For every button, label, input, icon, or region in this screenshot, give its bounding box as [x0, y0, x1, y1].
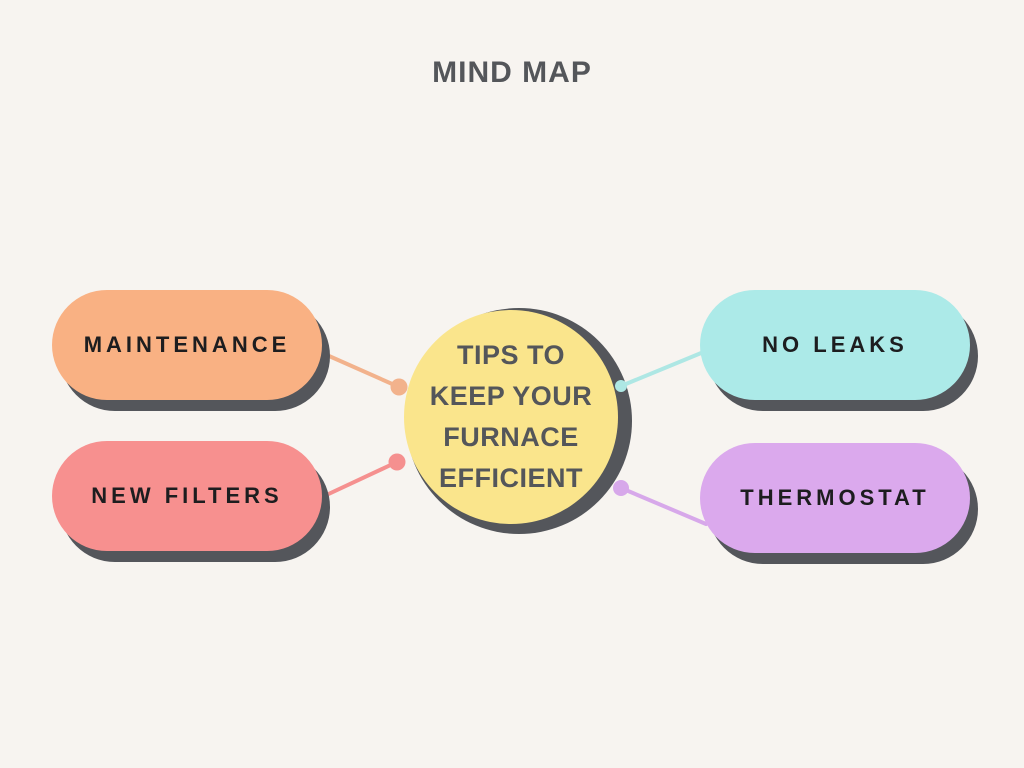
page-title: MIND MAP — [432, 56, 592, 89]
connector-dot-maintenance — [390, 378, 408, 396]
center-node-line-1: TIPS TO — [456, 340, 566, 370]
connector-thermostat — [619, 486, 708, 526]
node-new-filters: NEW FILTERS — [52, 441, 322, 551]
connector-no-leaks — [619, 349, 708, 388]
connector-new-filters — [318, 460, 399, 500]
node-thermostat-label: THERMOSTAT — [740, 485, 930, 510]
connector-dot-thermostat — [613, 480, 629, 496]
center-node-line-4: EFFICIENT — [439, 463, 583, 493]
center-node-line-3: FURNACE — [443, 422, 579, 452]
node-maintenance: MAINTENANCE — [52, 290, 322, 400]
node-no-leaks: NO LEAKS — [700, 290, 970, 400]
node-no-leaks-label: NO LEAKS — [762, 332, 908, 357]
connector-dot-no-leaks — [615, 380, 627, 392]
connector-dot-new-filters — [388, 453, 406, 471]
node-thermostat: THERMOSTAT — [700, 443, 970, 553]
node-new-filters-label: NEW FILTERS — [91, 483, 283, 508]
connector-maintenance — [318, 350, 401, 389]
center-node-line-2: KEEP YOUR — [429, 381, 593, 411]
node-maintenance-label: MAINTENANCE — [83, 332, 291, 357]
center-node-tips: TIPS TO KEEP YOUR FURNACE EFFICIENT — [404, 310, 618, 524]
